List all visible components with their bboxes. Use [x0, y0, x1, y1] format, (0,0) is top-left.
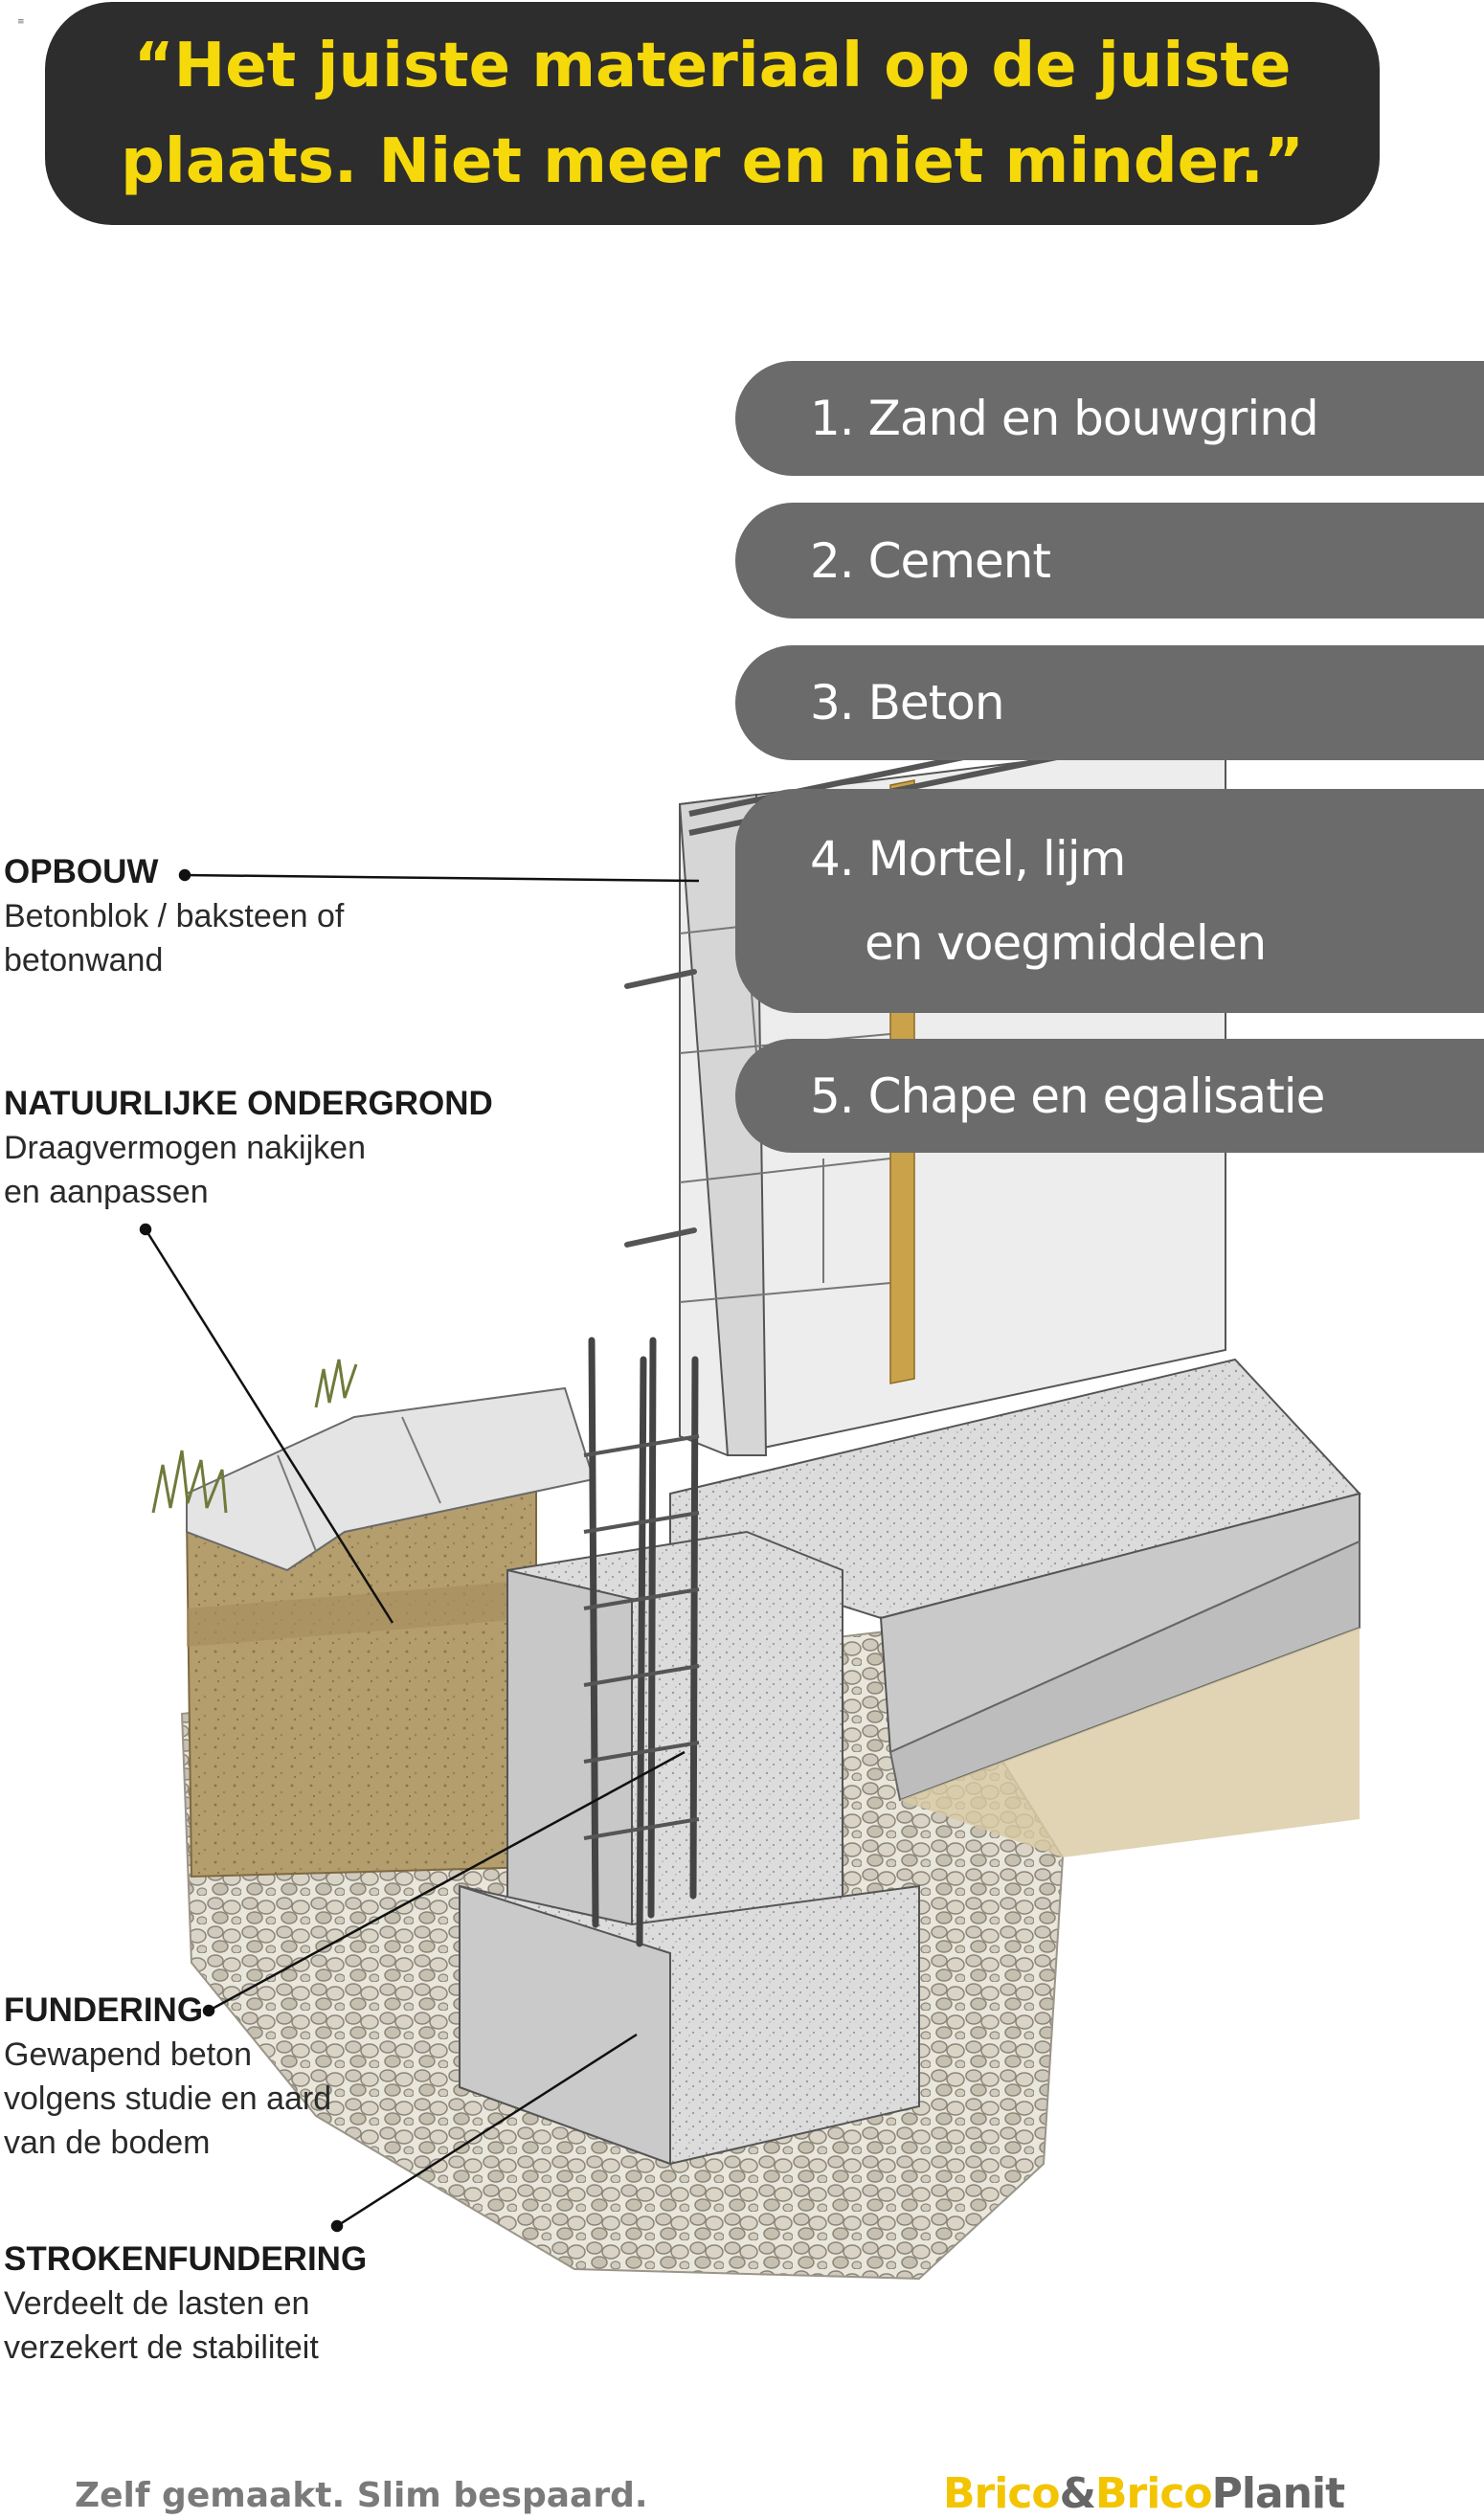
tab-label-line-2: en voegmiddelen: [865, 915, 1267, 971]
callout-strokenfundering: STROKENFUNDERING Verdeelt de lasten en v…: [4, 2238, 367, 2370]
callout-text: Betonblok / baksteen of: [4, 898, 345, 934]
tab-label: 1. Zand en bouwgrind: [810, 391, 1319, 446]
footer-slogan: Zelf gemaakt. Slim bespaard.: [75, 2476, 648, 2515]
callout-title: OPBOUW: [4, 853, 159, 890]
tab-label: 5. Chape en egalisatie: [810, 1068, 1325, 1124]
headline-line-2: plaats. Niet meer en niet minder.”: [121, 125, 1304, 197]
tab-cement[interactable]: 2. Cement: [735, 503, 1484, 619]
tab-chape-en-egalisatie[interactable]: 5. Chape en egalisatie: [735, 1039, 1484, 1153]
corner-mark: ≡: [17, 17, 25, 27]
callout-text: Gewapend beton: [4, 2036, 252, 2073]
logo-ampersand: &: [1059, 2469, 1096, 2518]
callout-title: FUNDERING: [4, 1991, 204, 2029]
callout-text: betonwand: [4, 942, 164, 978]
callout-natuurlijke-ondergrond: NATUURLIJKE ONDERGROND Draagvermogen nak…: [4, 1082, 493, 1214]
callout-text: verzekert de stabiliteit: [4, 2329, 319, 2366]
callout-opbouw: OPBOUW Betonblok / baksteen of betonwand: [4, 850, 344, 982]
tab-label: 3. Beton: [810, 675, 1005, 731]
callout-text: volgens studie en aard: [4, 2080, 332, 2117]
callout-text: Draagvermogen nakijken: [4, 1130, 366, 1166]
callout-text: en aanpassen: [4, 1174, 209, 1210]
tab-label: 2. Cement: [810, 532, 1051, 589]
headline-banner: “Het juiste materiaal op de juiste plaat…: [45, 2, 1380, 225]
tab-label: 4. Mortel, lijm: [810, 831, 1126, 887]
brand-logo[interactable]: Brico&BricoPlanit: [943, 2469, 1345, 2518]
tab-beton[interactable]: 3. Beton: [735, 645, 1484, 760]
logo-part-planit: Planit: [1211, 2469, 1345, 2518]
callout-title: NATUURLIJKE ONDERGROND: [4, 1085, 493, 1122]
callout-text: Verdeelt de lasten en: [4, 2285, 310, 2322]
logo-part-brico-2: Brico: [1095, 2469, 1213, 2518]
callout-fundering: FUNDERING Gewapend beton volgens studie …: [4, 1989, 331, 2165]
headline-line-1: “Het juiste materiaal op de juiste: [133, 30, 1292, 101]
logo-part-brico: Brico: [943, 2469, 1061, 2518]
tab-mortel-lijm-voegmiddelen[interactable]: 4. Mortel, lijm en voegmiddelen: [735, 789, 1484, 1013]
tab-zand-en-bouwgrind[interactable]: 1. Zand en bouwgrind: [735, 361, 1484, 476]
callout-title: STROKENFUNDERING: [4, 2240, 368, 2278]
callout-text: van de bodem: [4, 2125, 211, 2161]
